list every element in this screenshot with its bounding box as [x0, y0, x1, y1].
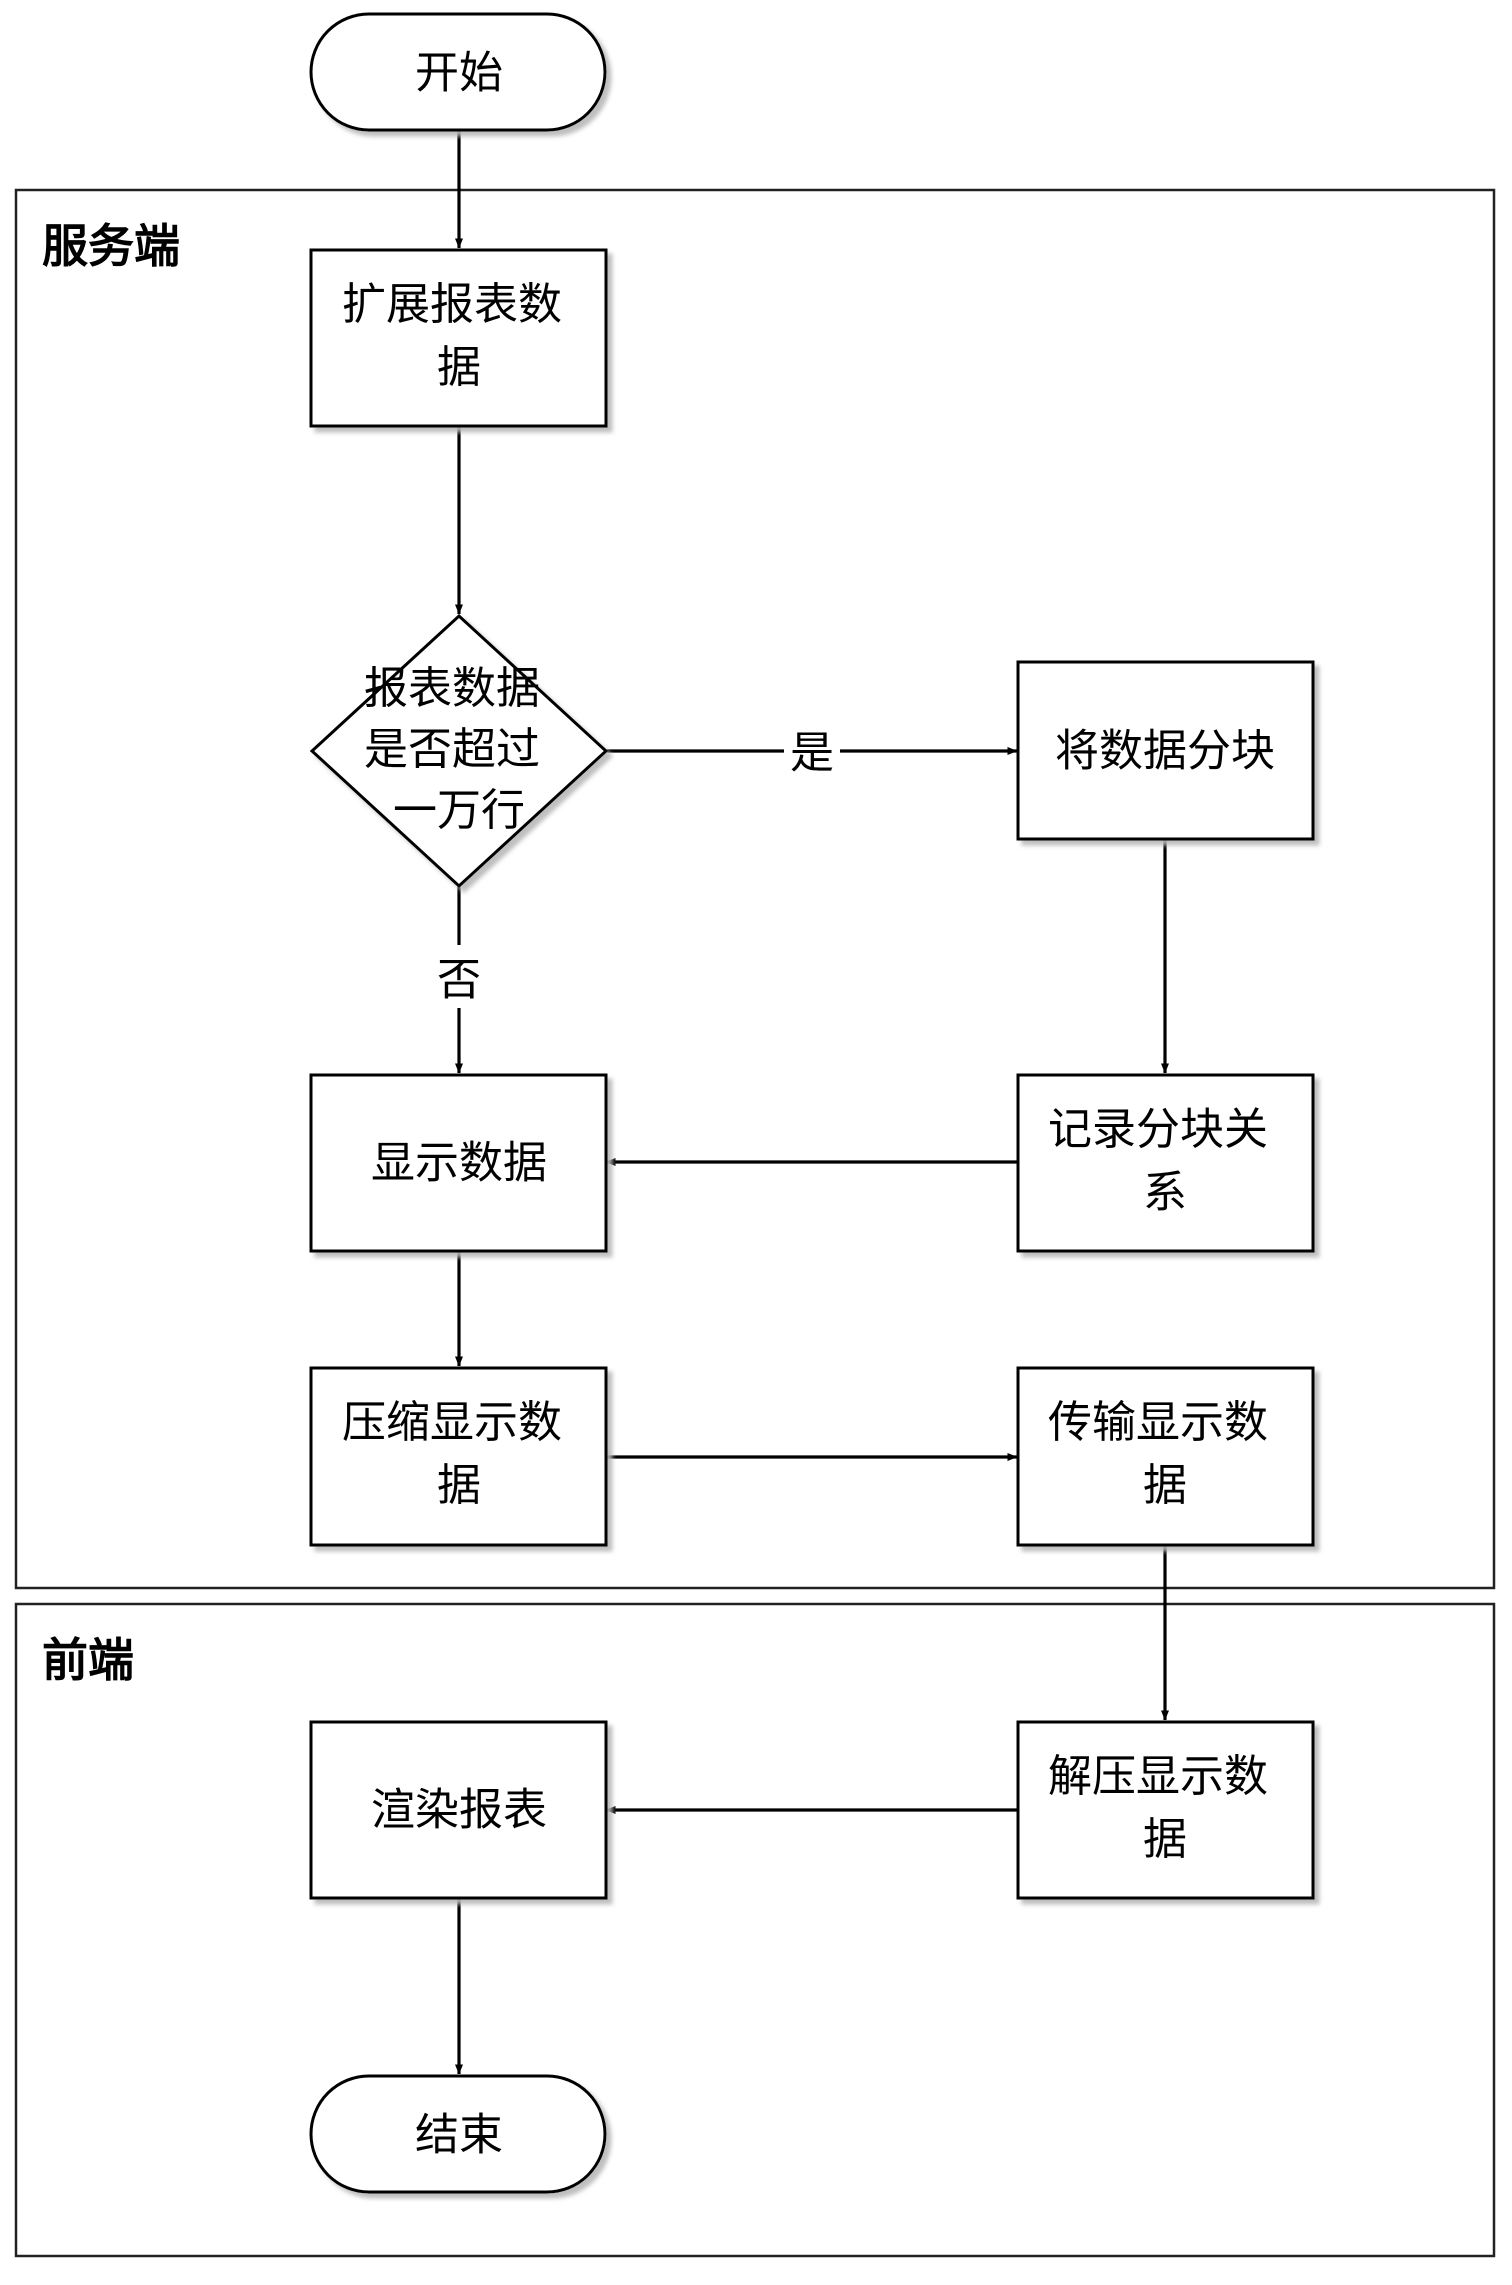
- render-report-step: 渲染报表: [309, 1720, 608, 1900]
- compress-data-step: 压缩显示数 据: [309, 1366, 608, 1547]
- frontend-lane: 前端: [14, 1602, 1496, 2258]
- record-label-line-2: 系: [1143, 1167, 1187, 1218]
- end-terminal: 结束: [309, 2074, 607, 2194]
- record-label-line-1: 记录分块关: [1048, 1104, 1268, 1155]
- compress-label-line-2: 据: [437, 1460, 481, 1511]
- decompress-label-line-1: 解压显示数: [1048, 1751, 1268, 1802]
- compress-label-line-1: 压缩显示数: [342, 1397, 562, 1448]
- expand-label-line-1: 扩展报表数: [342, 279, 562, 330]
- display-data-step: 显示数据: [309, 1073, 608, 1253]
- frontend-lane-title: 前端: [42, 1633, 134, 1687]
- decompress-data-step: 解压显示数 据: [1016, 1720, 1315, 1900]
- svg-text:记录分块关 系: 记录分块关 系: [1048, 1104, 1282, 1218]
- expand-data-step: 扩展报表数 据: [309, 248, 608, 428]
- svg-text:报表数据 是否超过 一万行: 报表数据 是否超过 一万行: [364, 663, 554, 836]
- row-limit-decision: 报表数据 是否超过 一万行: [309, 613, 609, 889]
- start-terminal: 开始: [309, 12, 607, 132]
- render-label: 渲染报表: [371, 1785, 547, 1836]
- display-label: 显示数据: [371, 1138, 547, 1189]
- edge-label-yes: 是: [790, 728, 834, 779]
- decision-label-line-1: 报表数据: [364, 663, 540, 714]
- server-lane: 服务端: [14, 188, 1496, 1590]
- svg-text:扩展报表数 据: 扩展报表数 据: [342, 279, 576, 393]
- end-label: 结束: [415, 2110, 503, 2161]
- transfer-data-step: 传输显示数 据: [1016, 1366, 1315, 1547]
- decompress-label-line-2: 据: [1143, 1814, 1187, 1865]
- decision-label-line-3: 一万行: [393, 785, 525, 836]
- record-chunk-relation-step: 记录分块关 系: [1016, 1073, 1315, 1253]
- transfer-label-line-1: 传输显示数: [1048, 1397, 1268, 1448]
- transfer-label-line-2: 据: [1143, 1460, 1187, 1511]
- svg-text:压缩显示数 据: 压缩显示数 据: [342, 1397, 576, 1511]
- start-label: 开始: [415, 48, 503, 99]
- decision-label-line-2: 是否超过: [364, 724, 540, 775]
- svg-text:传输显示数 据: 传输显示数 据: [1048, 1397, 1282, 1511]
- expand-label-line-2: 据: [437, 342, 481, 393]
- edge-labels: 是 否: [437, 722, 840, 1006]
- chunk-label: 将数据分块: [1055, 726, 1275, 777]
- server-lane-title: 服务端: [42, 219, 180, 273]
- chunk-data-step: 将数据分块: [1016, 660, 1315, 841]
- edge-label-no: 否: [437, 955, 481, 1006]
- svg-text:解压显示数 据: 解压显示数 据: [1048, 1751, 1282, 1865]
